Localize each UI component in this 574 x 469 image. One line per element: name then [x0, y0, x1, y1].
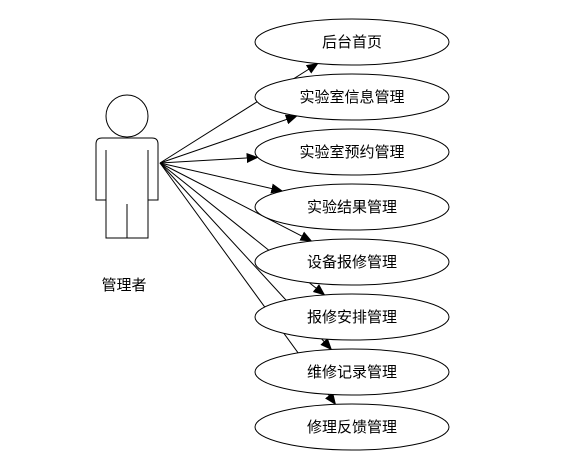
use-case-ellipse — [254, 293, 450, 341]
use-case-label: 设备报修管理 — [307, 253, 397, 271]
use-case-label: 修理反馈管理 — [307, 418, 397, 436]
use-case-ellipse — [254, 18, 450, 66]
use-case: 实验结果管理 — [254, 183, 450, 231]
use-case: 修理反馈管理 — [254, 403, 450, 451]
use-case: 实验室预约管理 — [254, 128, 450, 176]
use-case-ellipse — [254, 128, 450, 176]
actor-body — [95, 137, 159, 239]
use-case-label: 实验室信息管理 — [299, 88, 404, 106]
use-case-ellipse — [254, 73, 450, 121]
use-case: 报修安排管理 — [254, 293, 450, 341]
use-case-label: 实验室预约管理 — [299, 143, 404, 161]
use-case-ellipse — [254, 238, 450, 286]
use-case-label: 报修安排管理 — [307, 308, 397, 326]
use-case: 维修记录管理 — [254, 348, 450, 396]
use-case-ellipse — [254, 348, 450, 396]
use-cases: 后台首页实验室信息管理实验室预约管理实验结果管理设备报修管理报修安排管理维修记录… — [254, 18, 450, 451]
association-arrow — [159, 162, 284, 194]
use-case: 设备报修管理 — [254, 238, 450, 286]
actor-label: 管理者 — [101, 276, 146, 294]
actor-head — [105, 94, 149, 138]
use-case: 实验室信息管理 — [254, 73, 450, 121]
use-case-label: 后台首页 — [322, 33, 382, 51]
use-case: 后台首页 — [254, 18, 450, 66]
use-case-label: 维修记录管理 — [307, 363, 397, 381]
use-case-ellipse — [254, 183, 450, 231]
use-case-label: 实验结果管理 — [307, 198, 397, 216]
use-case-ellipse — [254, 403, 450, 451]
actor-figure — [95, 94, 159, 239]
association-arrow — [159, 162, 313, 242]
association-arrow — [159, 153, 259, 164]
association-arrow — [159, 114, 298, 164]
